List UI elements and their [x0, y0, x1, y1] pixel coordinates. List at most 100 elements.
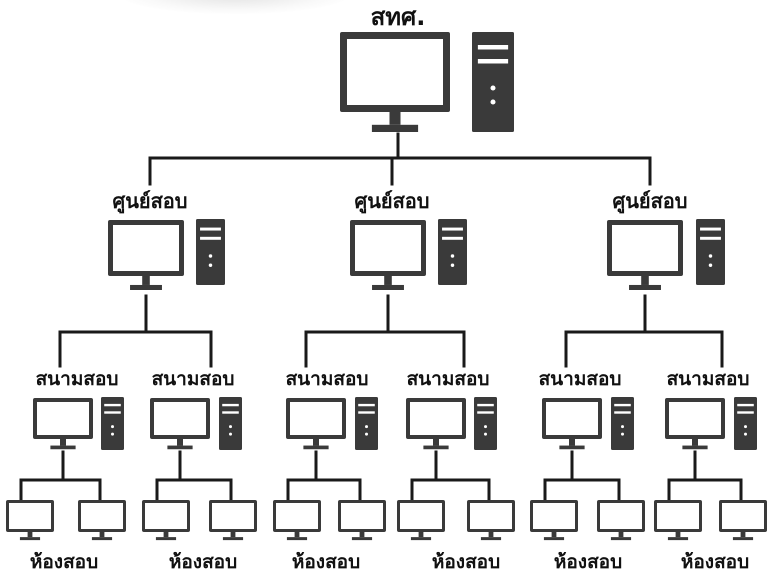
monitor-screen [276, 503, 318, 529]
tower-led [744, 425, 747, 429]
tower-drive-bay [358, 403, 375, 407]
monitor-neck [163, 532, 169, 538]
monitor-base [559, 445, 585, 450]
tower-drive-bay [737, 411, 754, 414]
monitor-base [222, 537, 244, 541]
center-station-icon-1 [108, 219, 225, 290]
monitor-screen [347, 39, 443, 105]
monitor-base [610, 537, 632, 541]
venue-label-2-1: สนามสอบ [286, 368, 369, 390]
center-label-1: ศูนย์สอบ [113, 189, 188, 215]
monitor-neck [618, 532, 624, 538]
monitor-neck [27, 532, 33, 538]
monitor-screen [290, 402, 342, 435]
monitor-base [19, 537, 41, 541]
tower-led [621, 432, 624, 436]
tower-drive-bay [442, 236, 463, 240]
tower-case [355, 397, 378, 450]
monitor-neck [488, 532, 494, 538]
monitor-base [480, 537, 502, 541]
room-monitor-icon-1-2-a [142, 500, 190, 541]
venue-label-3-2: สนามสอบ [667, 368, 750, 390]
tower-drive-bay [104, 403, 121, 407]
monitor-screen [612, 225, 678, 271]
tower-led [365, 425, 368, 429]
monitor-screen [355, 225, 421, 271]
tower-drive-bay [222, 403, 239, 407]
monitor-neck [99, 532, 105, 538]
tower-led [450, 263, 455, 267]
tower-led [708, 254, 713, 258]
monitor-neck [641, 276, 649, 285]
monitor-neck [692, 439, 698, 446]
room-monitor-icon-1-1-b [78, 500, 126, 541]
room-monitor-icon-3-1-a [530, 500, 578, 541]
monitor-screen [546, 402, 598, 435]
monitor-neck [418, 532, 424, 538]
monitor-neck [384, 276, 392, 285]
monitor-base [732, 537, 754, 541]
monitor-base [303, 445, 329, 450]
monitor-screen [145, 503, 187, 529]
room-monitor-icon-2-1-b [338, 500, 386, 541]
tower-drive-bay [614, 411, 631, 414]
monitor-screen [657, 503, 699, 529]
tower-drive-bay [442, 227, 463, 231]
monitor-base [155, 537, 177, 541]
monitor-screen [600, 503, 642, 529]
room-label-3-2: ห้องสอบ [681, 551, 749, 573]
room-monitor-icon-1-2-b [209, 500, 257, 541]
room-monitor-icon-3-1-b [597, 500, 645, 541]
monitor-neck [313, 439, 319, 446]
tower-drive-bay [200, 227, 221, 231]
tower-led [208, 254, 213, 258]
tower-case [438, 219, 467, 285]
monitor-base [423, 445, 449, 450]
monitor-screen [722, 503, 764, 529]
room-label-1-1: ห้องสอบ [30, 551, 98, 573]
tower-drive-bay [358, 411, 375, 414]
monitor-neck [675, 532, 681, 538]
monitor-screen [37, 402, 89, 435]
monitor-neck [142, 276, 150, 285]
venue-station-icon-3-1 [542, 397, 634, 450]
room-label-3-1: ห้องสอบ [554, 551, 622, 573]
monitor-base [91, 537, 113, 541]
tower-case [219, 397, 242, 450]
tower-drive-bay [477, 59, 509, 64]
room-monitor-icon-2-2-b [467, 500, 515, 541]
tower-led [484, 432, 487, 436]
monitor-neck [60, 439, 66, 446]
room-monitor-icon-2-1-a [273, 500, 321, 541]
room-label-2-2: ห้องสอบ [432, 551, 500, 573]
venue-label-3-1: สนามสอบ [539, 368, 622, 390]
venue-station-icon-3-2 [665, 397, 757, 450]
tower-led [490, 99, 496, 105]
monitor-neck [294, 532, 300, 538]
monitor-screen [410, 402, 462, 435]
tower-led [365, 432, 368, 436]
venue-station-icon-2-1 [286, 397, 378, 450]
monitor-base [667, 537, 689, 541]
root-label: สทศ. [371, 3, 426, 31]
tower-drive-bay [222, 411, 239, 414]
monitor-base [50, 445, 76, 450]
root-station-icon [340, 32, 514, 132]
tower-drive-bay [477, 45, 509, 50]
monitor-base [286, 537, 308, 541]
tower-drive-bay [477, 411, 494, 414]
monitor-neck [389, 112, 401, 125]
room-label-2-1: ห้องสอบ [292, 551, 360, 573]
tower-led [490, 85, 496, 91]
venue-station-icon-2-2 [406, 397, 497, 450]
tower-case [734, 397, 757, 450]
tower-drive-bay [104, 411, 121, 414]
monitor-base [130, 284, 162, 290]
tower-drive-bay [614, 403, 631, 407]
center-station-icon-2 [350, 219, 467, 290]
tower-led [111, 432, 114, 436]
monitor-base [629, 284, 661, 290]
venue-station-icon-1-2 [150, 397, 242, 450]
monitor-screen [341, 503, 383, 529]
